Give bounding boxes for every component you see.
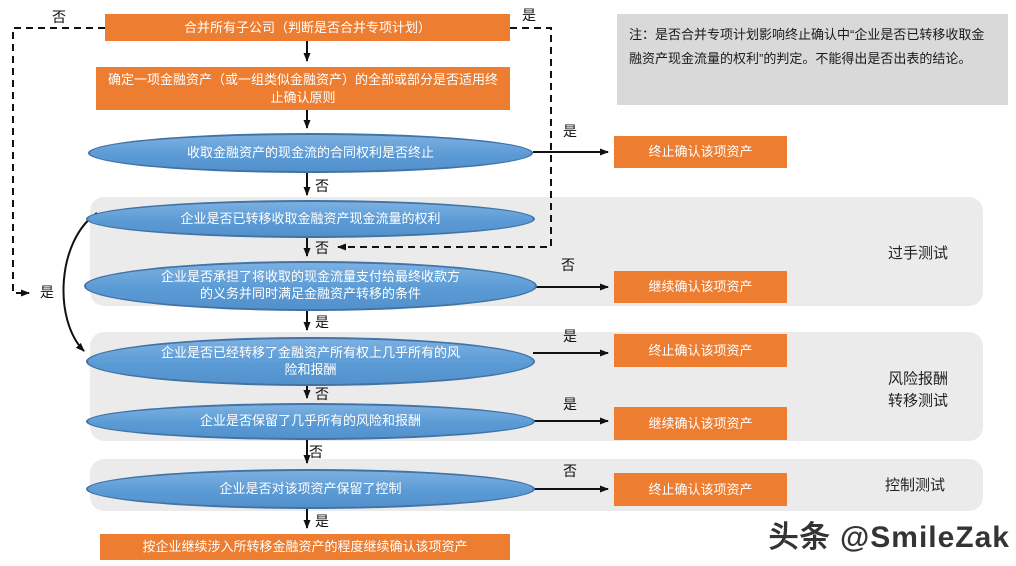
note-box: 注：是否合并专项计划影响终止确认中“企业是否已转移收取金融资产现金流量的权利”的… xyxy=(617,14,1008,105)
note-text: 注：是否合并专项计划影响终止确认中“企业是否已转移收取金融资产现金流量的权利”的… xyxy=(629,27,985,67)
outcome-derecognize-1: 终止确认该项资产 xyxy=(614,136,787,168)
outcome-text: 终止确认该项资产 xyxy=(648,144,753,160)
branch-label-yes-3: 是 xyxy=(315,314,329,330)
outcome-derecognize-2: 终止确认该项资产 xyxy=(614,334,787,367)
branch-label-no-4: 否 xyxy=(315,386,329,402)
decision-retained-risks-rewards: 企业是否保留了几乎所有的风险和报酬 xyxy=(86,403,535,440)
branch-label-no-r5: 否 xyxy=(563,463,577,479)
risk-reward-test-label: 风险报酬转移测试 xyxy=(887,370,948,409)
outcome-continue-2: 继续确认该项资产 xyxy=(614,407,787,440)
decision-transferred-rights: 企业是否已转移收取金融资产现金流量的权利 xyxy=(86,200,535,238)
branch-label-no-r2: 否 xyxy=(561,257,575,273)
decision-text: 企业是否已经转移了金融资产所有权上几乎所有的风险和报酬 xyxy=(160,344,460,377)
branch-label-no-5: 否 xyxy=(309,444,323,460)
pass-through-test-label: 过手测试 xyxy=(887,245,949,263)
decision-text: 企业是否已转移收取金融资产现金流量的权利 xyxy=(180,210,441,226)
scope-determination-text: 确定一项金融资产（或一组类似金融资产）的全部或部分是否适用终止确认原则 xyxy=(107,71,498,105)
branch-label-no-1: 否 xyxy=(315,178,329,194)
branch-label-yes-r3: 是 xyxy=(563,328,577,344)
consolidate-subsidiaries-box: 合并所有子公司（判断是否合并专项计划） xyxy=(105,14,510,41)
branch-label-no-2: 否 xyxy=(315,240,329,256)
branch-label-yes-r4: 是 xyxy=(563,396,577,412)
outcome-derecognize-3: 终止确认该项资产 xyxy=(614,473,787,506)
branch-label-yes-arc: 是 xyxy=(40,284,54,300)
control-test-label: 控制测试 xyxy=(884,477,946,495)
decision-text: 企业是否承担了将收取的现金流量支付给最终收款方的义务并同时满足金融资产转移的条件 xyxy=(160,269,460,301)
decision-text: 企业是否保留了几乎所有的风险和报酬 xyxy=(199,413,421,429)
decision-contract-rights-expired: 收取金融资产的现金流的合同权利是否终止 xyxy=(88,133,533,173)
decision-retained-control: 企业是否对该项资产保留了控制 xyxy=(86,469,535,509)
decision-text: 企业是否对该项资产保留了控制 xyxy=(219,480,402,496)
branch-label-yes-consolidate: 是 xyxy=(522,7,536,23)
outcome-text: 继续确认该项资产 xyxy=(648,279,753,295)
outcome-text: 终止确认该项资产 xyxy=(648,342,753,358)
outcome-text: 终止确认该项资产 xyxy=(648,481,753,497)
continuing-involvement-box: 按企业继续涉入所转移金融资产的程度继续确认该项资产 xyxy=(100,534,510,560)
decision-transferred-risks-rewards: 企业是否已经转移了金融资产所有权上几乎所有的风险和报酬 xyxy=(86,337,535,386)
branch-label-yes-r1: 是 xyxy=(563,123,577,139)
continuing-involvement-text: 按企业继续涉入所转移金融资产的程度继续确认该项资产 xyxy=(142,539,468,555)
branch-label-no-consolidate: 否 xyxy=(52,9,66,25)
consolidate-subsidiaries-text: 合并所有子公司（判断是否合并专项计划） xyxy=(183,19,431,35)
outcome-text: 继续确认该项资产 xyxy=(648,415,753,431)
outcome-continue-1: 继续确认该项资产 xyxy=(614,271,787,303)
decision-text: 收取金融资产的现金流的合同权利是否终止 xyxy=(186,144,434,160)
watermark-text: 头条 @SmileZak xyxy=(768,521,1010,554)
scope-determination-box: 确定一项金融资产（或一组类似金融资产）的全部或部分是否适用终止确认原则 xyxy=(96,67,510,110)
decision-pass-through-obligation: 企业是否承担了将收取的现金流量支付给最终收款方的义务并同时满足金融资产转移的条件 xyxy=(84,261,537,311)
branch-label-yes-6: 是 xyxy=(315,513,329,529)
